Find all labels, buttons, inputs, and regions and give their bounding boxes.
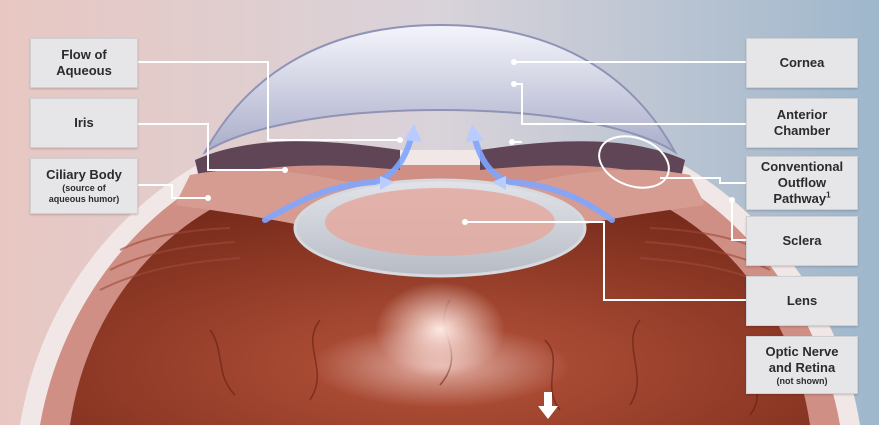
label-iris: Iris	[30, 98, 138, 148]
label-ciliary-body-sub1: (source of	[62, 183, 106, 194]
label-lens-text: Lens	[787, 293, 817, 309]
label-ciliary-body-sub2: aqueous humor)	[49, 194, 120, 205]
label-cornea: Cornea	[746, 38, 858, 88]
label-optic-nerve-note: (not shown)	[777, 376, 828, 387]
label-conventional-outflow-line2: Outflow	[778, 175, 826, 191]
label-conventional-outflow: Conventional Outflow Pathway1	[746, 156, 858, 210]
label-cornea-text: Cornea	[780, 55, 825, 71]
label-flow-of-aqueous-line2: Aqueous	[56, 63, 112, 79]
label-lens: Lens	[746, 276, 858, 326]
footnote-marker: 1	[826, 191, 830, 200]
label-optic-nerve-line1: Optic Nerve	[766, 344, 839, 360]
label-iris-text: Iris	[74, 115, 94, 131]
label-ciliary-body-title: Ciliary Body	[46, 167, 122, 183]
optic-disc-glow	[375, 282, 505, 378]
label-conventional-outflow-line1: Conventional	[761, 159, 843, 175]
label-anterior-chamber: Anterior Chamber	[746, 98, 858, 148]
label-ciliary-body: Ciliary Body (source of aqueous humor)	[30, 158, 138, 214]
label-flow-of-aqueous: Flow of Aqueous	[30, 38, 138, 88]
label-anterior-chamber-line2: Chamber	[774, 123, 830, 139]
label-conventional-outflow-line3-wrap: Pathway1	[773, 191, 830, 207]
label-sclera: Sclera	[746, 216, 858, 266]
label-sclera-text: Sclera	[782, 233, 821, 249]
label-optic-nerve-line2: and Retina	[769, 360, 835, 376]
label-anterior-chamber-line1: Anterior	[777, 107, 828, 123]
label-optic-nerve: Optic Nerve and Retina (not shown)	[746, 336, 858, 394]
label-conventional-outflow-line3: Pathway	[773, 191, 826, 206]
label-flow-of-aqueous-line1: Flow of	[61, 47, 107, 63]
